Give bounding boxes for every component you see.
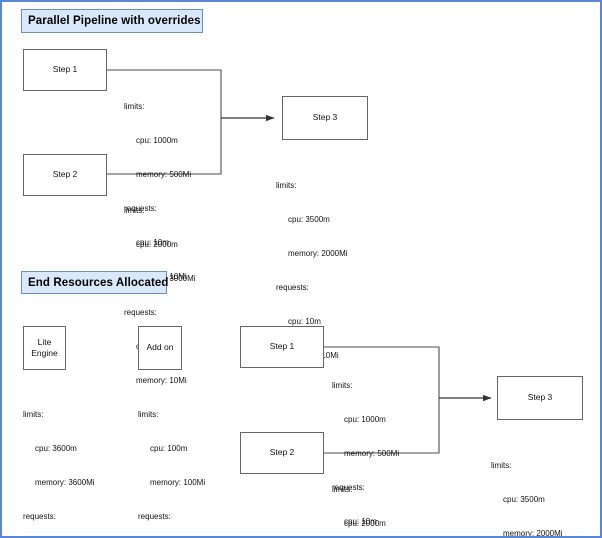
limits-label: limits: bbox=[138, 409, 159, 419]
limits-label: limits: bbox=[124, 205, 145, 215]
bottom-step-2-spec: limits: cpu: 2000m memory: 3000Mi reques… bbox=[332, 461, 404, 536]
top-step-3-node[interactable]: Step 3 bbox=[282, 96, 368, 140]
requests-cpu: cpu: 10m bbox=[136, 238, 169, 248]
limits-memory: memory: 500Mi bbox=[344, 448, 400, 458]
top-step-1-node[interactable]: Step 1 bbox=[23, 49, 107, 91]
limits-memory: memory: 2000Mi bbox=[288, 248, 348, 258]
limits-label: limits: bbox=[124, 101, 145, 111]
requests-label: requests: bbox=[138, 511, 171, 521]
limits-memory: memory: 500Mi bbox=[136, 169, 192, 179]
limits-label: limits: bbox=[332, 380, 353, 390]
limits-cpu: cpu: 2000m bbox=[136, 239, 178, 249]
limits-cpu: cpu: 3500m bbox=[503, 494, 545, 504]
limits-cpu: cpu: 1000m bbox=[136, 135, 178, 145]
add-on-spec: limits: cpu: 100m memory: 100Mi requests… bbox=[138, 386, 206, 536]
limits-memory: memory: 3600Mi bbox=[35, 477, 95, 487]
bottom-step-3-spec: limits: cpu: 3500m memory: 2000Mi reques… bbox=[491, 437, 563, 538]
limits-memory: memory: 100Mi bbox=[150, 477, 206, 487]
limits-memory: memory: 2000Mi bbox=[503, 528, 563, 538]
limits-cpu: cpu: 2000m bbox=[344, 518, 386, 528]
requests-cpu: cpu: 10m bbox=[288, 317, 321, 327]
top-step-2-spec: limits: cpu: 2000m memory: 3000Mi reques… bbox=[124, 182, 196, 409]
requests-cpu: cpu: 10m bbox=[344, 517, 377, 527]
bottom-step-1-node[interactable]: Step 1 bbox=[240, 326, 324, 368]
limits-cpu: cpu: 3600m bbox=[35, 443, 77, 453]
lite-engine-node[interactable]: Lite Engine bbox=[23, 326, 66, 370]
end-resources-banner: End Resources Allocated bbox=[21, 271, 168, 294]
requests-label: requests: bbox=[23, 511, 56, 521]
requests-label: requests: bbox=[124, 307, 157, 317]
limits-label: limits: bbox=[23, 409, 44, 419]
limits-cpu: cpu: 3500m bbox=[288, 214, 330, 224]
requests-label: requests: bbox=[276, 282, 309, 292]
requests-memory: memory: 10Mi bbox=[136, 376, 187, 386]
add-on-node[interactable]: Add on bbox=[138, 326, 182, 370]
limits-label: limits: bbox=[491, 460, 512, 470]
requests-label: requests: bbox=[124, 203, 157, 213]
requests-label: requests: bbox=[332, 482, 365, 492]
limits-label: limits: bbox=[332, 484, 353, 494]
lite-engine-spec: limits: cpu: 3600m memory: 3600Mi reques… bbox=[23, 386, 95, 536]
limits-cpu: cpu: 1000m bbox=[344, 414, 386, 424]
bottom-step-1-spec: limits: cpu: 1000m memory: 500Mi request… bbox=[332, 357, 400, 536]
parallel-pipeline-banner: Parallel Pipeline with overrides bbox=[21, 9, 203, 33]
limits-cpu: cpu: 100m bbox=[150, 443, 188, 453]
bottom-step-3-node[interactable]: Step 3 bbox=[497, 376, 583, 420]
limits-label: limits: bbox=[276, 180, 297, 190]
bottom-step-2-node[interactable]: Step 2 bbox=[240, 432, 324, 474]
top-step-2-node[interactable]: Step 2 bbox=[23, 154, 107, 196]
